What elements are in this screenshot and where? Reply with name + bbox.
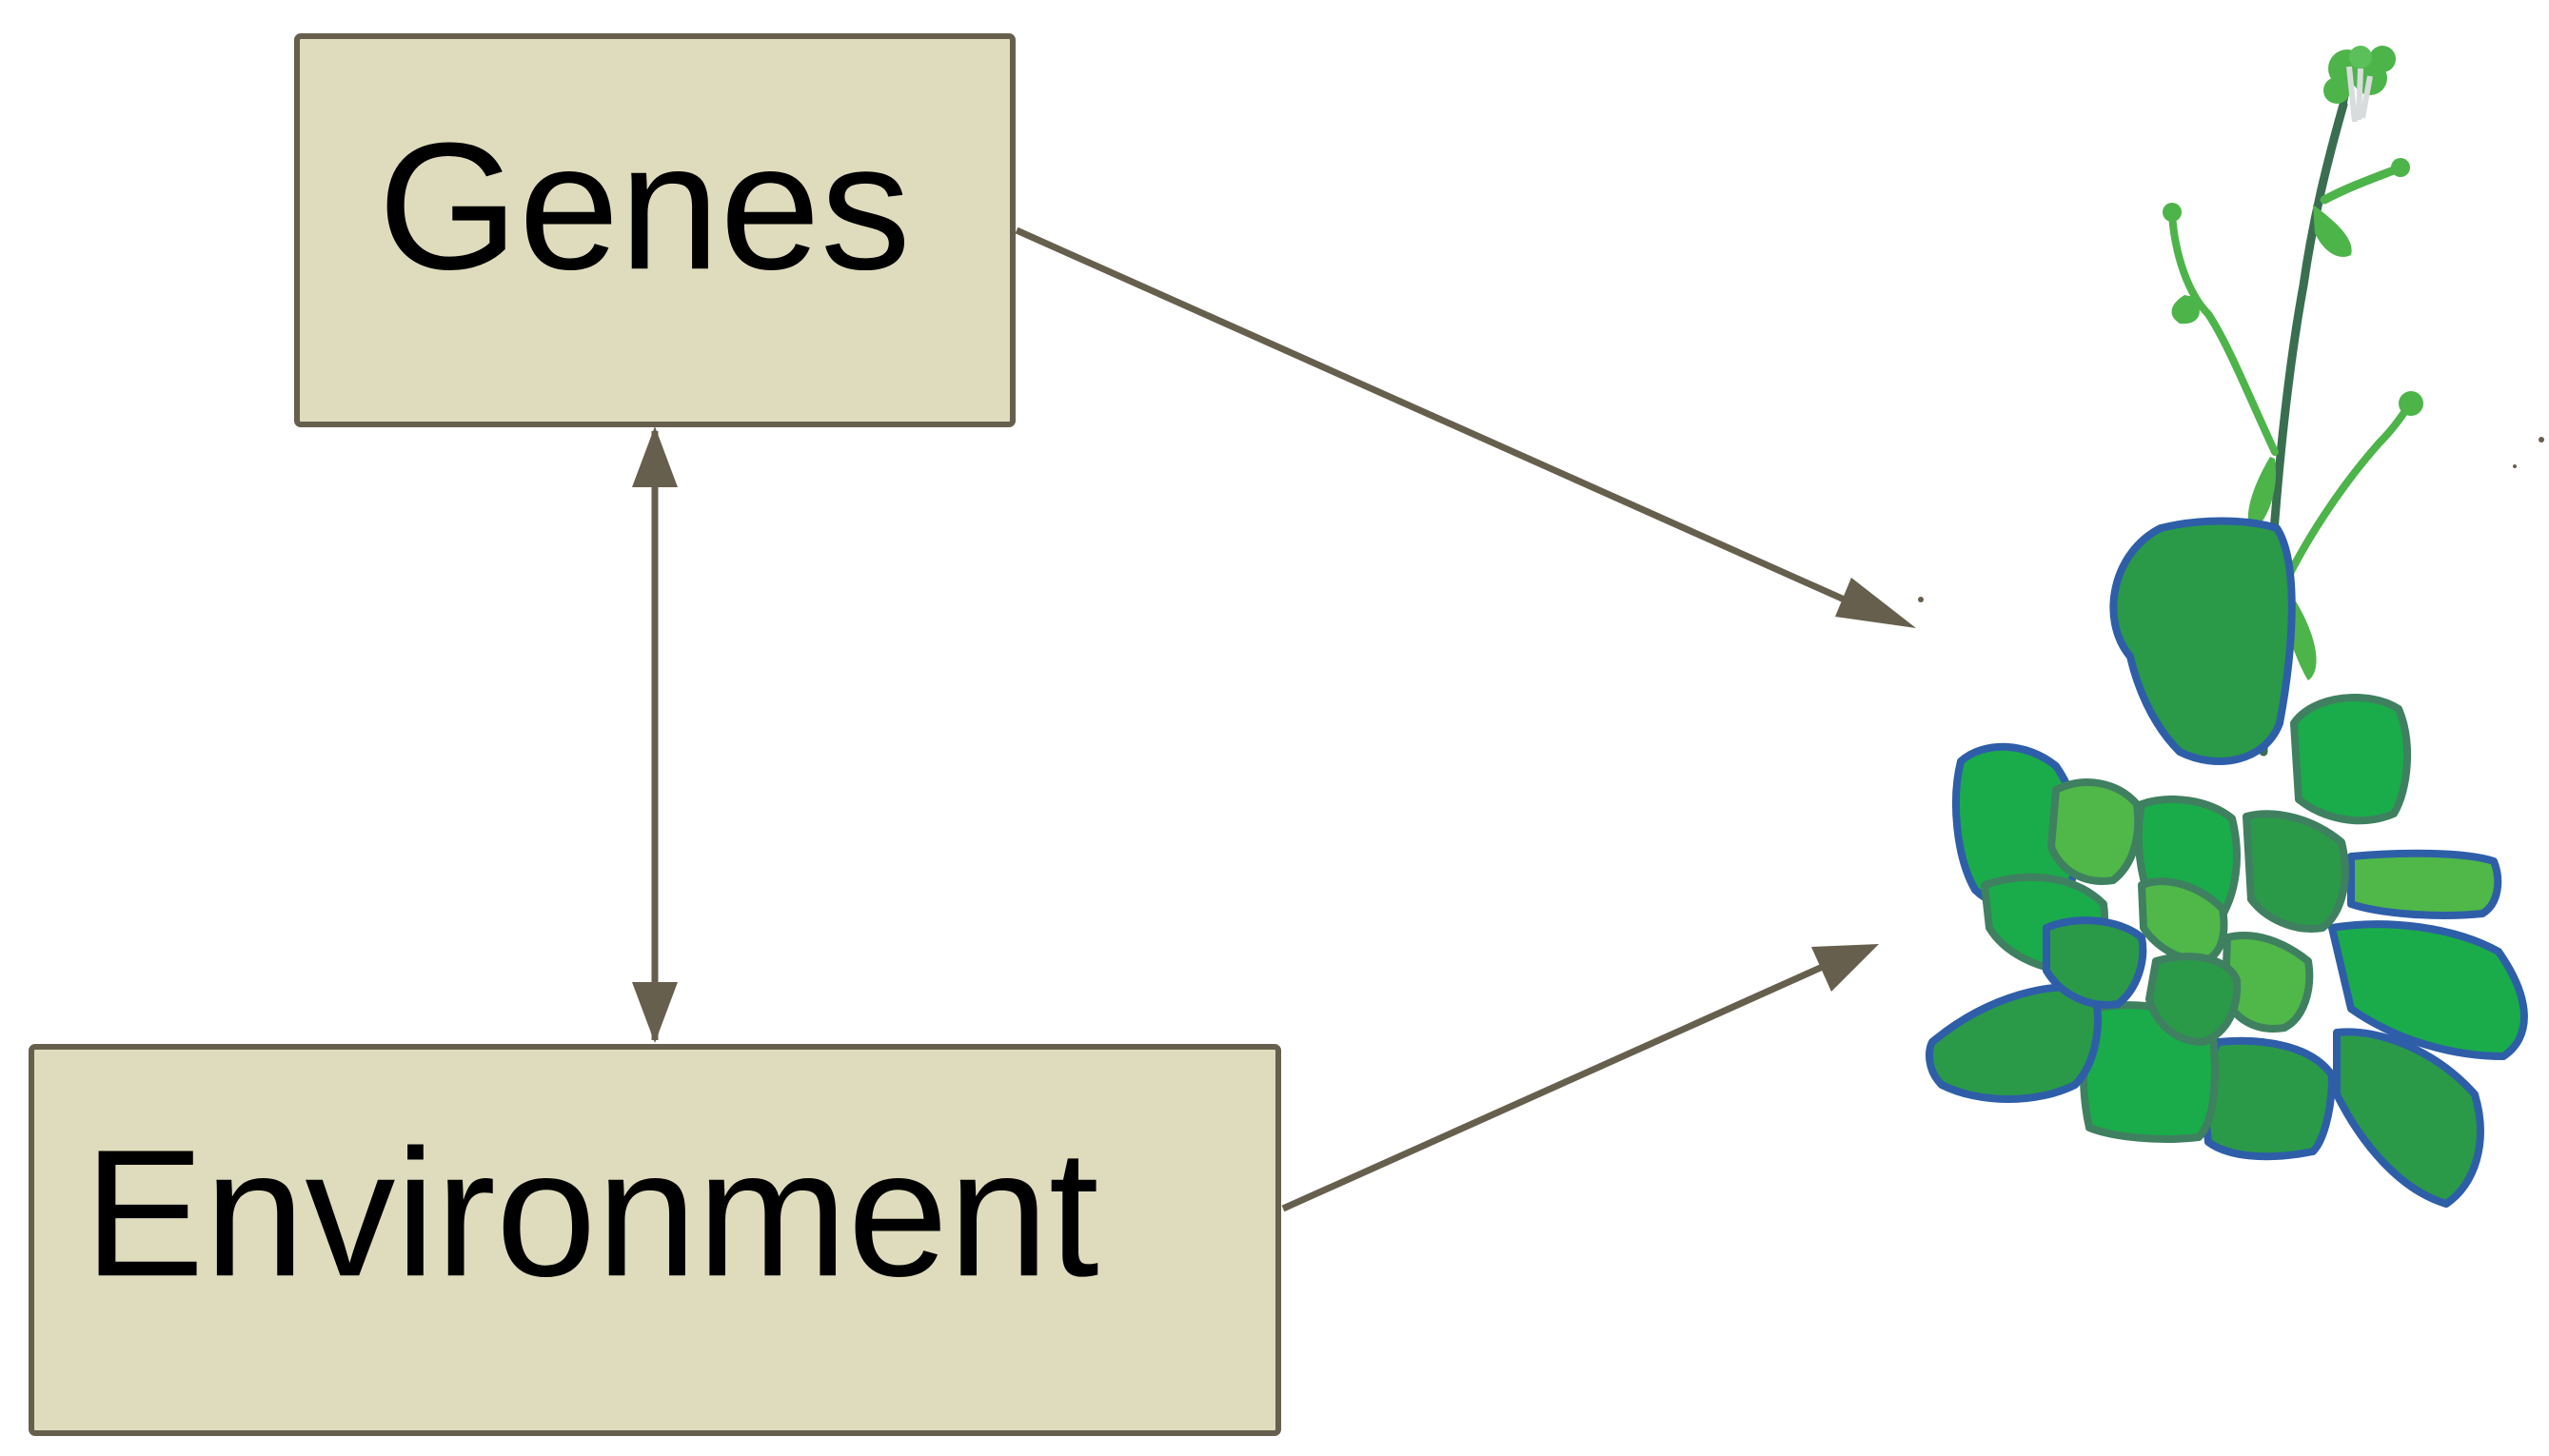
- environment-box: Environment: [29, 1044, 1281, 1436]
- genes-to-plant-arrow: [1015, 226, 1867, 613]
- environment-label: Environment: [84, 1112, 1099, 1314]
- flower-cluster: [2323, 46, 2396, 123]
- environment-to-plant-arrow: [1281, 957, 1837, 1212]
- plant-icon: [1918, 46, 2544, 1208]
- genes-arrowhead: [632, 426, 678, 487]
- environment-arrowhead: [632, 982, 678, 1043]
- genes-label: Genes: [378, 106, 911, 307]
- genes-box: Genes: [294, 33, 1016, 427]
- genes-to-plant-arrowhead: [1835, 578, 1916, 628]
- environment-to-plant-arrowhead: [1811, 944, 1879, 992]
